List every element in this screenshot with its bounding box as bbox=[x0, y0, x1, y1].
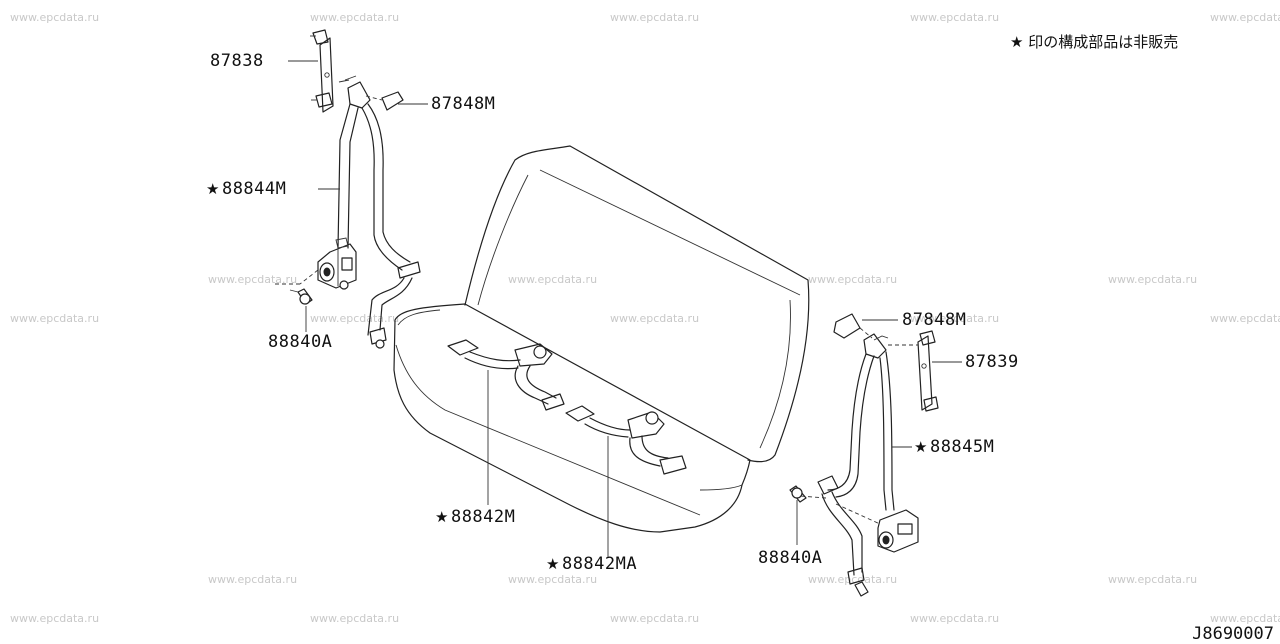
watermark: www.epcdata.ru bbox=[1210, 612, 1280, 625]
watermark: www.epcdata.ru bbox=[610, 312, 700, 325]
watermark: www.epcdata.ru bbox=[10, 312, 100, 325]
not-for-sale-note: ★ 印の構成部品は非販売 bbox=[1010, 33, 1179, 51]
center-belt-88842ma bbox=[565, 405, 687, 475]
rear-seat bbox=[393, 145, 810, 533]
watermark: www.epcdata.ru bbox=[1108, 573, 1198, 586]
watermark: www.epcdata.ru bbox=[508, 273, 598, 286]
watermark: www.epcdata.ru bbox=[1210, 312, 1280, 325]
watermark: www.epcdata.ru bbox=[310, 11, 400, 24]
star-icon: ★ bbox=[914, 438, 928, 456]
leader-lines bbox=[288, 60, 962, 557]
watermark: www.epcdata.ru bbox=[208, 573, 298, 586]
watermark: www.epcdata.ru bbox=[610, 612, 700, 625]
watermark: www.epcdata.ru bbox=[310, 612, 400, 625]
star-icon: ★ bbox=[546, 555, 560, 573]
watermark: www.epcdata.ru bbox=[1210, 11, 1280, 24]
center-belt-88842m bbox=[447, 339, 565, 411]
anchor-bracket-87839 bbox=[888, 330, 939, 412]
diagram-code: J8690007 bbox=[1192, 624, 1274, 644]
watermark: www.epcdata.ru bbox=[808, 273, 898, 286]
part-label-88842m: ★88842M bbox=[435, 507, 516, 527]
right-seat-belt bbox=[789, 333, 919, 597]
star-icon: ★ bbox=[435, 508, 449, 526]
star-icon: ★ bbox=[206, 180, 220, 198]
part-label-87848m-right: 87848M bbox=[902, 310, 967, 330]
watermark: www.epcdata.ru bbox=[910, 312, 1000, 325]
watermark: www.epcdata.ru bbox=[1108, 273, 1198, 286]
part-label-87838: 87838 bbox=[210, 51, 264, 71]
watermark: www.epcdata.ru bbox=[508, 573, 598, 586]
watermark: www.epcdata.ru bbox=[310, 312, 400, 325]
watermark: www.epcdata.ru bbox=[910, 11, 1000, 24]
watermark: www.epcdata.ru bbox=[208, 273, 298, 286]
part-label-88844m: ★88844M bbox=[206, 179, 287, 199]
anchor-bracket-87838 bbox=[310, 29, 334, 113]
part-label-88840a-left: 88840A bbox=[268, 332, 333, 352]
watermark: www.epcdata.ru bbox=[808, 573, 898, 586]
part-label-88845m: ★88845M bbox=[914, 437, 995, 457]
watermark: www.epcdata.ru bbox=[910, 612, 1000, 625]
part-label-88842ma: ★88842MA bbox=[546, 554, 638, 574]
part-label-88840a-right: 88840A bbox=[758, 548, 823, 568]
part-label-87839: 87839 bbox=[965, 352, 1019, 372]
watermark: www.epcdata.ru bbox=[10, 612, 100, 625]
watermark: www.epcdata.ru bbox=[10, 11, 100, 24]
left-seat-belt bbox=[275, 75, 421, 349]
part-label-87848m-top: 87848M bbox=[431, 94, 496, 114]
right-cover-87848m bbox=[833, 313, 873, 339]
watermark: www.epcdata.ru bbox=[610, 11, 700, 24]
